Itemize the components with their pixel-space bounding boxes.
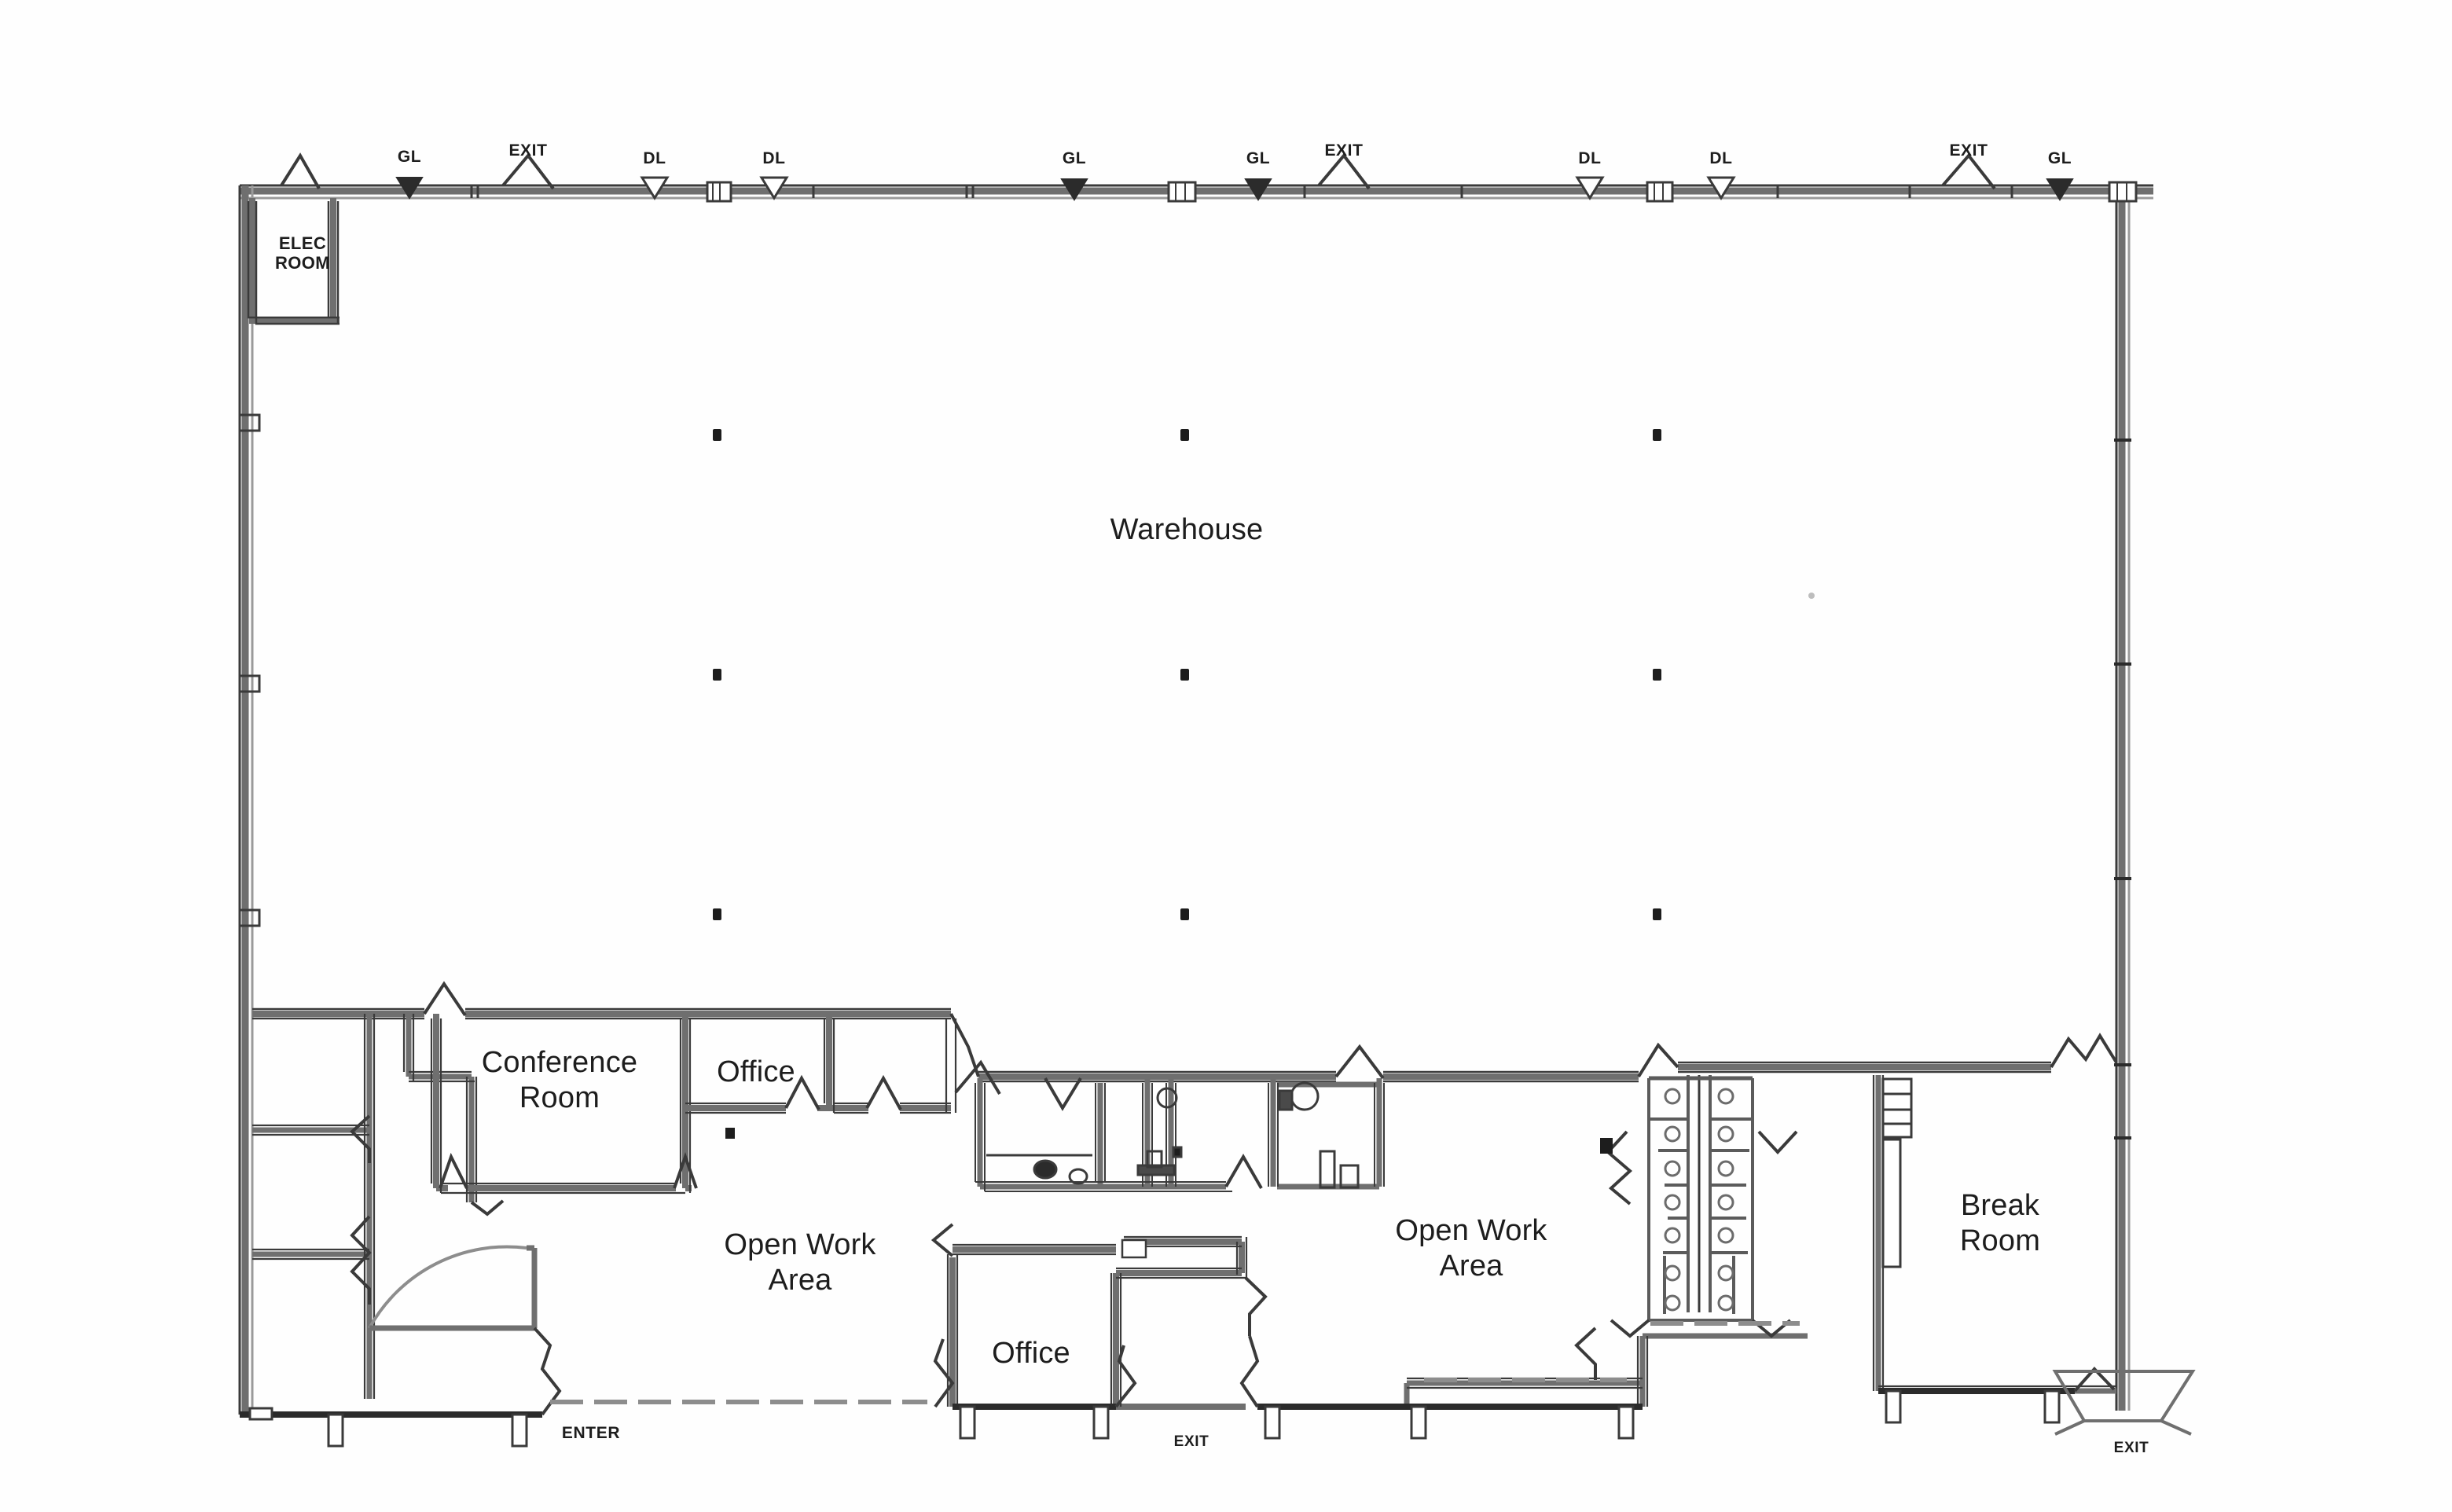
restroom-door-swings [1044,1077,1263,1189]
cubicle-outlet-symbol [1600,1138,1613,1154]
lobby-door-swing [368,1245,527,1329]
right-wall-ticks [2114,439,2131,1140]
lower-office-fixture [1121,1239,1147,1259]
elec-room-walls [249,198,340,324]
warehouse-faint-mark [1808,593,1815,599]
upper-office-walls [685,1014,951,1111]
top-wall-man-doors [706,181,2138,203]
bottom-exterior-wall [240,1327,2116,1418]
left-office-partitions-outline [252,1014,478,1399]
upper-office-door-swings [784,1059,1001,1110]
lower-office-outline [946,1235,1248,1407]
cubicle-chairs [1664,1088,1734,1312]
left-wall-ticks [240,413,261,927]
left-block-offset-walls [350,1114,505,1305]
marker-label-exit-1: EXIT [508,141,548,160]
exterior-walls [238,184,2153,1415]
upper-office-walls-outline [685,1018,957,1114]
cubicle-cluster [1647,1075,1754,1322]
room-label-office-upper: Office [717,1055,795,1088]
lower-office-walls [949,1239,1246,1410]
marker-label-exit-2: EXIT [1324,141,1364,160]
door-label-exit-bottom: EXIT [1173,1433,1209,1450]
room-label-elec-room: ELEC ROOM [274,233,331,273]
room-label-office-lower: Office [992,1337,1070,1370]
door-label-enter: ENTER [561,1424,621,1442]
top-wall-exit-swings [280,152,1996,190]
marker-label-gl-4: GL [2047,149,2072,167]
marker-label-exit-3: EXIT [1949,141,1988,160]
marker-label-gl-2: GL [1062,149,1087,167]
warehouse-south-wall [252,1011,2051,1080]
door-label-exit-right: EXIT [2113,1440,2149,1456]
window-runs [550,1321,1800,1404]
elec-room-walls-outline [247,201,340,325]
room-label-conference-room: Conference Room [481,1046,638,1114]
warehouse-columns [713,429,1661,920]
right-open-work-walls [1404,1333,1808,1407]
warehouse-south-door-swings [423,981,2118,1080]
bottom-wall-door-jambs [248,1389,2061,1448]
room-label-open-work-right: Open Work Area [1395,1214,1547,1283]
conference-room-walls-outline [430,1018,692,1195]
marker-label-dl-3: DL [1578,149,1602,167]
lower-office-door-swings [931,1223,1268,1336]
marker-label-gl-1: GL [397,148,422,166]
lobby-door-walls [369,1245,538,1331]
office-outlet-symbol [725,1128,735,1139]
warehouse-south-wall-outline [252,1007,2051,1083]
marker-label-dl-2: DL [762,149,786,167]
room-label-break-room: Break Room [1959,1189,2041,1257]
roof-light-markers [395,176,2074,201]
exit-vestibule-right [2052,1370,2196,1436]
marker-label-dl-4: DL [1709,149,1733,167]
break-room-cabinet [1881,1077,1913,1268]
conference-room-door-swings [439,1151,698,1189]
restroom-fixtures [986,1081,1360,1189]
right-open-work-outline [1407,1336,1649,1407]
left-office-partitions [252,1014,475,1399]
cubicle-area-door-swings [1574,1130,1798,1380]
marker-label-dl-1: DL [643,149,666,167]
room-label-warehouse: Warehouse [1110,513,1264,546]
marker-label-gl-3: GL [1246,149,1271,167]
room-label-open-work-left: Open Work Area [724,1228,876,1297]
